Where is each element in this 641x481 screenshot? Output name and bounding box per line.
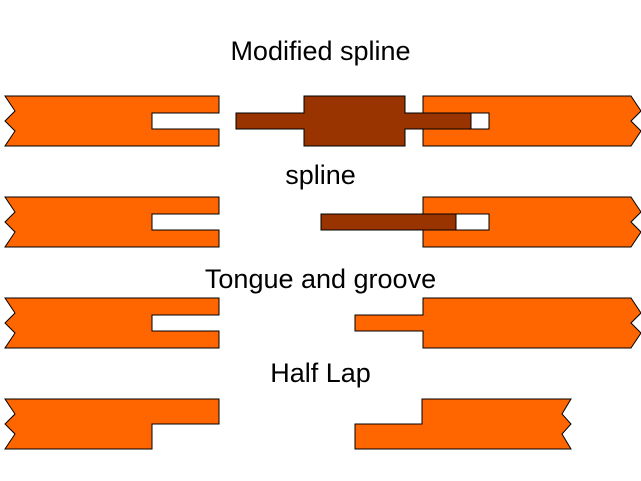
label-modified-spline: Modified spline (230, 36, 411, 66)
board-right (422, 95, 641, 147)
joint-modified-spline (4, 95, 641, 147)
board-right-tongued (354, 297, 641, 349)
joint-spline (4, 196, 641, 248)
label-half-lap: Half Lap (270, 358, 371, 388)
modified-spline-piece (235, 95, 472, 147)
board-left (4, 95, 220, 147)
spline-piece (320, 213, 457, 231)
joint-tongue-and-groove (4, 297, 641, 349)
groove-right (470, 112, 490, 130)
label-tongue-and-groove: Tongue and groove (204, 264, 437, 294)
groove-right (455, 213, 490, 231)
board-left-grooved (4, 297, 220, 349)
board-left-lap (4, 398, 220, 450)
board-left (4, 196, 220, 248)
label-spline: spline (285, 160, 356, 190)
board-right-lap (354, 398, 572, 450)
joint-half-lap (4, 398, 572, 450)
board-right (422, 196, 641, 248)
